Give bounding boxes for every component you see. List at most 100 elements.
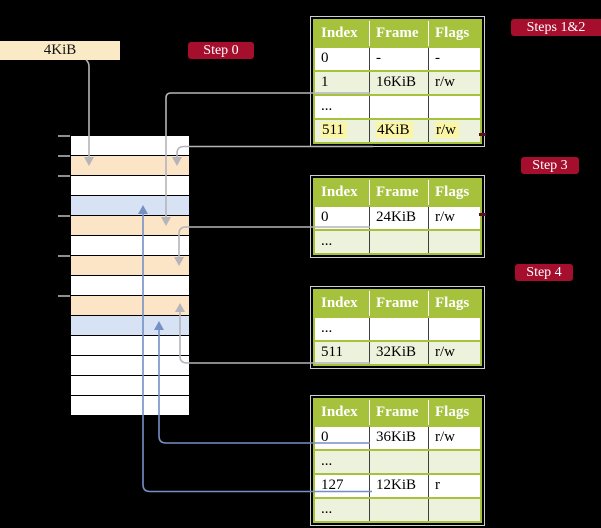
table-row: ... — [314, 229, 482, 254]
frame-size-label: 4KiB — [0, 41, 120, 60]
column-header: Frame — [369, 290, 429, 318]
table-cell — [369, 229, 429, 254]
column-header: Flags — [428, 399, 482, 427]
table-cell: 36KiB — [369, 425, 429, 450]
address-tick — [58, 255, 70, 257]
column-header: Frame — [369, 179, 429, 207]
table-cell: ... — [314, 94, 370, 119]
table-cell: 16KiB — [369, 70, 429, 95]
column-header: Index — [314, 20, 370, 48]
table-cell — [428, 497, 482, 522]
table-cell: r/w — [428, 425, 482, 450]
memory-frame-row — [71, 156, 189, 176]
memory-frame-row — [71, 196, 189, 216]
table-cell: 0 — [314, 205, 370, 230]
memory-frame-row — [71, 256, 189, 276]
step-pointer-dash — [479, 213, 486, 216]
table-cell: r/w — [428, 205, 482, 230]
table-cell: ... — [314, 449, 370, 474]
table-cell: ... — [314, 316, 370, 341]
table-cell — [369, 449, 429, 474]
memory-frame-row — [71, 336, 189, 356]
table-row: ... — [314, 94, 482, 119]
memory-frame-row — [71, 276, 189, 296]
table-cell: - — [369, 46, 429, 71]
highlight-mark: 4KiB — [376, 122, 413, 138]
address-tick — [58, 295, 70, 297]
table-row: ... — [314, 316, 482, 341]
column-header: Flags — [428, 20, 482, 48]
table-cell: 0 — [314, 425, 370, 450]
table-cell: ... — [314, 229, 370, 254]
table-cell — [428, 94, 482, 119]
table-row: 511 4KiB r/w — [314, 118, 482, 143]
highlight-mark: 511 — [321, 122, 347, 138]
table-cell: 24KiB — [369, 205, 429, 230]
memory-frame-row — [71, 316, 189, 336]
address-tick — [58, 135, 70, 137]
table-row: ... — [314, 449, 482, 474]
address-tick — [58, 215, 70, 217]
memory-frame-row — [71, 236, 189, 256]
column-header: Index — [314, 290, 370, 318]
connector-line — [176, 145, 373, 158]
memory-frame-row — [71, 376, 189, 396]
table-cell — [428, 449, 482, 474]
table-cell — [369, 316, 429, 341]
address-tick — [58, 155, 70, 157]
table-cell — [428, 229, 482, 254]
step-label-4: Step 4 — [515, 264, 573, 281]
column-header: Flags — [428, 179, 482, 207]
step-pointer-dash — [479, 133, 486, 136]
table-cell: ... — [314, 497, 370, 522]
table-cell: r/w — [428, 340, 482, 365]
table-cell: 12KiB — [369, 473, 429, 498]
column-header: Flags — [428, 290, 482, 318]
table-cell — [369, 94, 429, 119]
memory-frame-row — [71, 356, 189, 376]
table-cell: 511 — [314, 118, 370, 143]
column-header: Index — [314, 179, 370, 207]
table-cell: 0 — [314, 46, 370, 71]
column-header: Frame — [369, 20, 429, 48]
memory-frame-row — [71, 216, 189, 236]
table-cell: r/w — [428, 70, 482, 95]
step-label-3: Step 3 — [521, 157, 579, 174]
table-cell — [369, 497, 429, 522]
table-row: 0-- — [314, 46, 482, 71]
memory-frame-row — [71, 296, 189, 316]
memory-frame-row — [71, 176, 189, 196]
table-cell: 511 — [314, 340, 370, 365]
table-cell: - — [428, 46, 482, 71]
table-cell: r — [428, 473, 482, 498]
column-header: Frame — [369, 399, 429, 427]
step-label-1-2: Steps 1&2 — [511, 19, 601, 36]
highlight-mark: r/w — [435, 122, 459, 138]
column-header: Index — [314, 399, 370, 427]
table-cell — [428, 316, 482, 341]
table-cell: 4KiB — [369, 118, 429, 143]
table-cell: 1 — [314, 70, 370, 95]
address-tick — [58, 175, 70, 177]
table-cell: r/w — [428, 118, 482, 143]
memory-strip — [70, 135, 190, 416]
table-cell: 32KiB — [369, 340, 429, 365]
memory-frame-row — [71, 136, 189, 156]
table-cell: 127 — [314, 473, 370, 498]
memory-frame-row — [71, 396, 189, 415]
table-row: ... — [314, 497, 482, 522]
